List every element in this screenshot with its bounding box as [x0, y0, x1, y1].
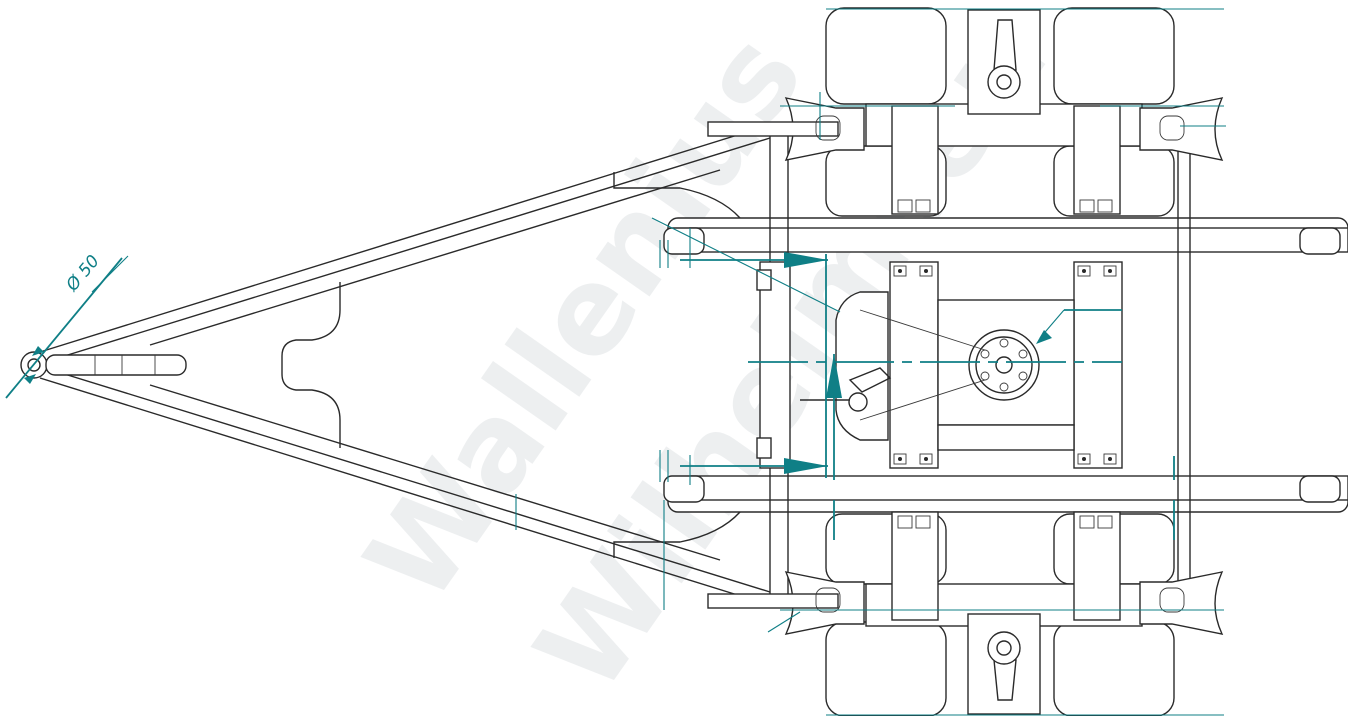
- wheel-upper-right: [1053, 7, 1175, 105]
- main-frame: [663, 130, 1348, 600]
- bolt-markers: [893, 265, 1117, 465]
- arrow-vertical: [826, 354, 842, 398]
- coupling-plate: [835, 291, 889, 441]
- cross-plate: [281, 282, 341, 448]
- upper-wheel-group: [707, 7, 1224, 217]
- kingpin-hub: [968, 329, 1040, 401]
- arrow-hub: [1036, 330, 1052, 344]
- wheel-upper-left: [825, 7, 947, 105]
- cross-members: [800, 261, 1123, 469]
- wheel-lower-left: [825, 621, 947, 716]
- coupling-eye: [20, 351, 187, 379]
- diameter-dimension-label: Ø 50: [62, 251, 104, 296]
- wheel-lower-right: [1053, 621, 1175, 716]
- bracket-upper-right: [1139, 97, 1224, 161]
- lower-wheel-group: [707, 511, 1224, 716]
- diameter-arrow-lower: [24, 374, 36, 384]
- bracket-lower-right: [1139, 571, 1224, 635]
- drawbar-a-frame: [20, 127, 771, 603]
- arrow-upper-frame: [784, 252, 828, 268]
- diameter-arrow-upper: [32, 346, 44, 356]
- arrow-lower-frame: [784, 458, 828, 474]
